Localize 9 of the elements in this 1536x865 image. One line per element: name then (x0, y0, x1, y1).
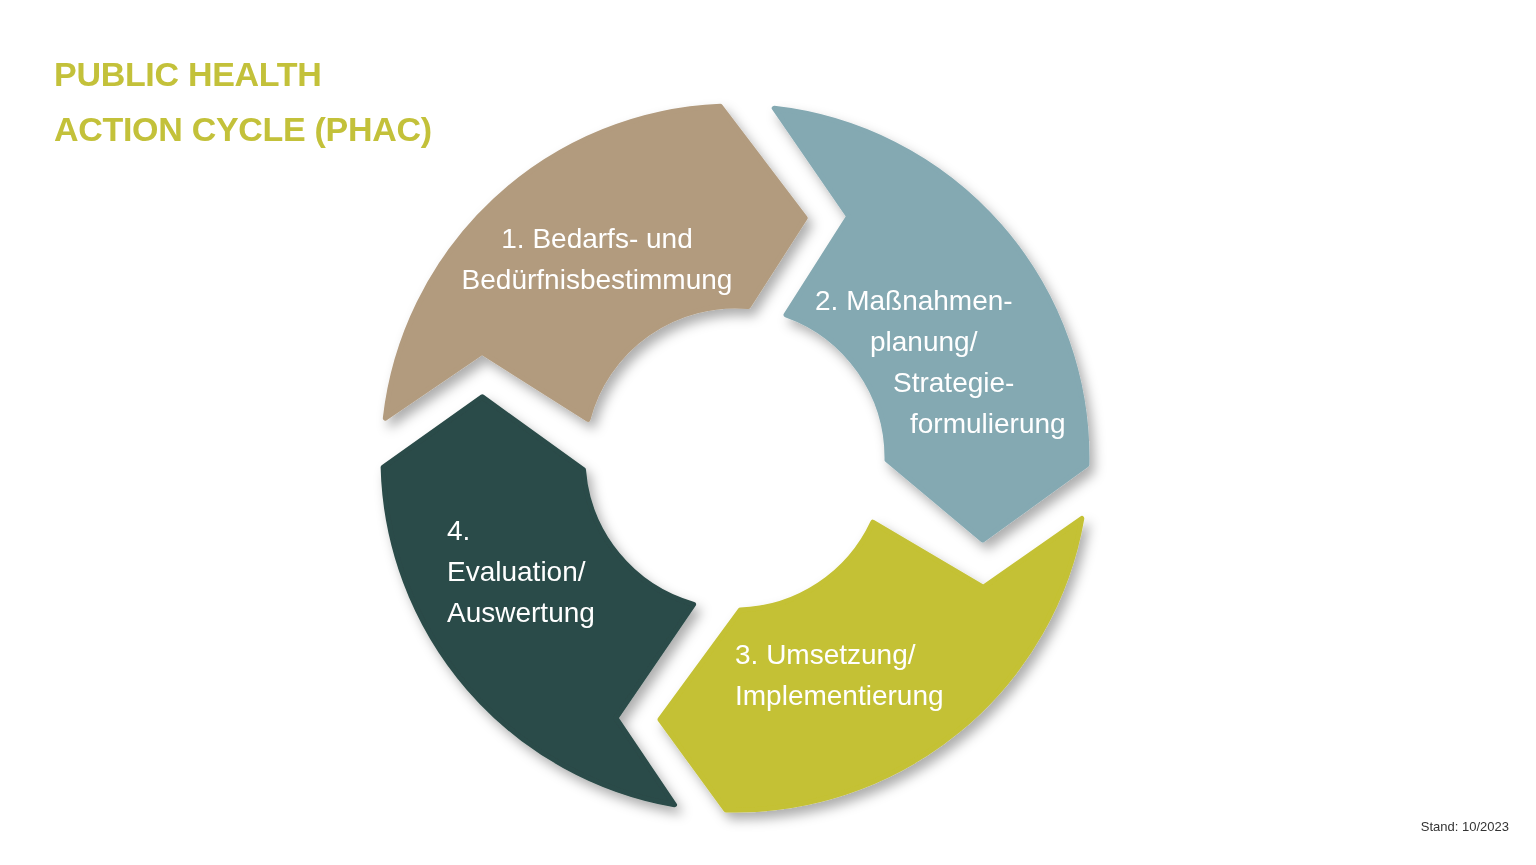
cycle-arrow-segment (657, 515, 1085, 813)
cycle-arrow-segment (380, 393, 697, 808)
segment-label: 2. Maßnahmen- planung/ Strategie- formulierung (815, 284, 1067, 441)
segment-label: 4. Evaluation/ Auswertung (447, 514, 596, 630)
segment-label: 1. Bedarfs- und Bedürfnisbestimmung (460, 222, 734, 297)
cycle-arrow-segment (771, 105, 1090, 543)
segment-label: 3. Umsetzung/ Implementierung (735, 638, 945, 713)
date-note: Stand: 10/2023 (1420, 819, 1509, 835)
diagram-title: PUBLIC HEALTH ACTION CYCLE (PHAC) (54, 54, 433, 150)
